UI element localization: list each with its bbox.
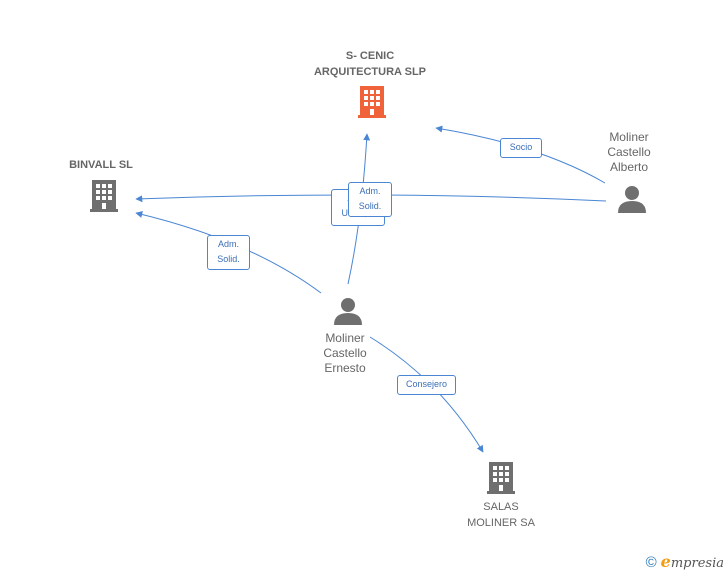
edge-label-socio: Socio [500,138,542,158]
company-label-binvall[interactable]: BINVALL SL [40,157,162,173]
building-icon-main [358,86,386,118]
person-label-alberto[interactable]: Moliner Castello Alberto [589,130,669,175]
person-label-ernesto[interactable]: Moliner Castello Ernesto [305,331,385,376]
person-icon-alberto [618,186,646,213]
company-label-scenic-line2: ARQUITECTURA SLP [313,66,427,78]
brand-initial: e [660,552,671,571]
person-label-ernesto-line2: Castello [323,346,367,360]
edge-label-adm-solid-scenic-line2: Solid. [358,201,382,211]
copyright-icon: © [645,554,657,571]
company-label-salas-line1: SALAS [483,501,519,513]
edge-label-adm-solid-binvall: Adm. Solid. [207,235,250,270]
building-icon-binvall [90,180,118,212]
edge-label-consejero: Consejero [397,375,456,395]
brand-rest: mpresia [670,556,724,571]
edge-label-adm-solid-binvall-line2: Solid. [217,254,240,264]
person-label-alberto-line3: Alberto [609,160,649,174]
edge-label-adm-solid-scenic: Adm. Solid. [348,182,392,217]
person-label-alberto-line1: Moliner [609,130,649,144]
brand-logo: empresia [661,552,724,571]
person-label-ernesto-line3: Ernesto [324,361,366,375]
edge-label-socio-text: Socio [509,142,533,152]
company-label-scenic[interactable]: S- CENIC ARQUITECTURA SLP [290,48,450,80]
edge-label-adm-solid-scenic-line1: Adm. [359,186,381,196]
company-label-scenic-line1: S- CENIC [345,50,395,62]
edge-label-adm-solid-binvall-line1: Adm. [217,239,239,249]
person-label-ernesto-line1: Moliner [325,331,365,345]
person-icon-ernesto [334,298,362,325]
company-label-salas-line2: MOLINER SA [467,517,535,529]
building-icon-salas [487,462,515,494]
footer-brand[interactable]: ©empresia [646,552,724,571]
person-label-alberto-line2: Castello [607,145,651,159]
edge-label-consejero-text: Consejero [405,379,448,389]
company-label-salas[interactable]: SALAS MOLINER SA [440,499,562,531]
company-label-binvall-text: BINVALL SL [69,159,133,171]
